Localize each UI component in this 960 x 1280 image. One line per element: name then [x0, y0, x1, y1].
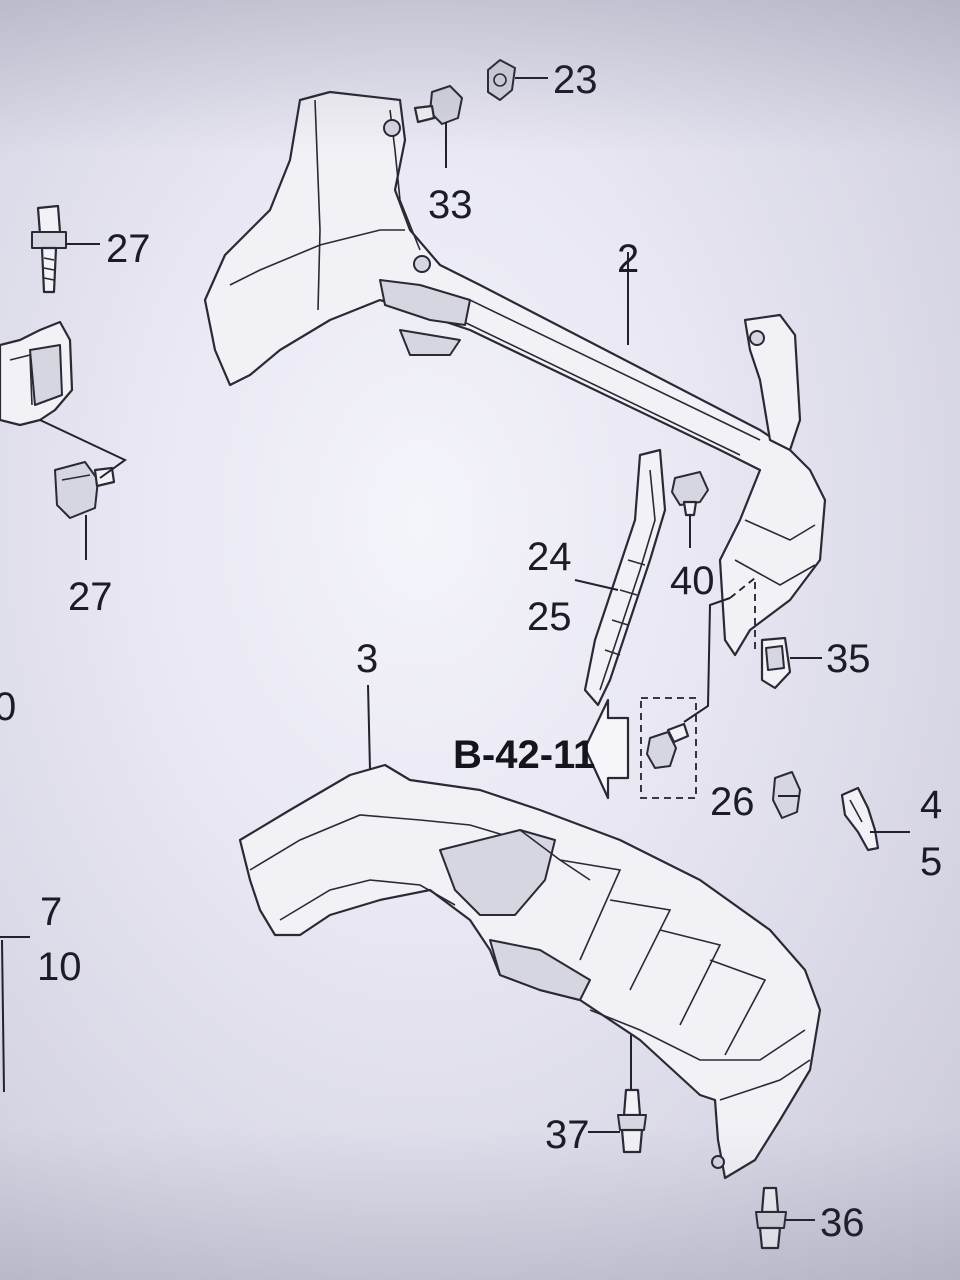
reference-label[interactable]: B-42-11	[453, 733, 595, 777]
callout-37: 37	[545, 1113, 590, 1157]
clip-40	[671, 471, 709, 517]
clip-37	[617, 1088, 647, 1154]
bracket-left	[0, 320, 74, 427]
bolt-27-lower	[54, 461, 116, 519]
callout-25: 25	[527, 595, 572, 639]
leader-lines	[0, 77, 910, 1221]
screw-in-box	[646, 722, 690, 769]
fastener-23	[487, 59, 516, 101]
callout-10: 10	[37, 945, 82, 989]
detail-box	[640, 576, 756, 799]
bolt-27-top	[31, 204, 67, 294]
callout-26: 26	[710, 780, 755, 824]
callout-24: 24	[527, 535, 572, 579]
part-24-25-strip	[583, 448, 667, 707]
callout-2: 2	[617, 237, 639, 281]
callout-7: 7	[40, 890, 62, 934]
callout-23: 23	[553, 58, 598, 102]
callout-36: 36	[820, 1201, 865, 1245]
fastener-33	[413, 85, 463, 125]
callout-35: 35	[826, 637, 871, 681]
clip-4-5	[840, 786, 880, 852]
callout-5: 5	[920, 840, 942, 884]
reference-arrow	[583, 698, 630, 800]
callout-0: 0	[0, 685, 16, 729]
clip-36	[755, 1186, 787, 1250]
callout-4: 4	[920, 783, 942, 827]
part-3-lower-cover	[238, 763, 822, 1180]
callout-40: 40	[670, 559, 715, 603]
callout-33: 33	[428, 183, 473, 227]
callout-27-top: 27	[106, 227, 151, 271]
callout-27-lower: 27	[68, 575, 113, 619]
callout-3: 3	[356, 637, 378, 681]
part-2-upper-bracket	[203, 90, 827, 657]
clip-35	[760, 636, 792, 690]
